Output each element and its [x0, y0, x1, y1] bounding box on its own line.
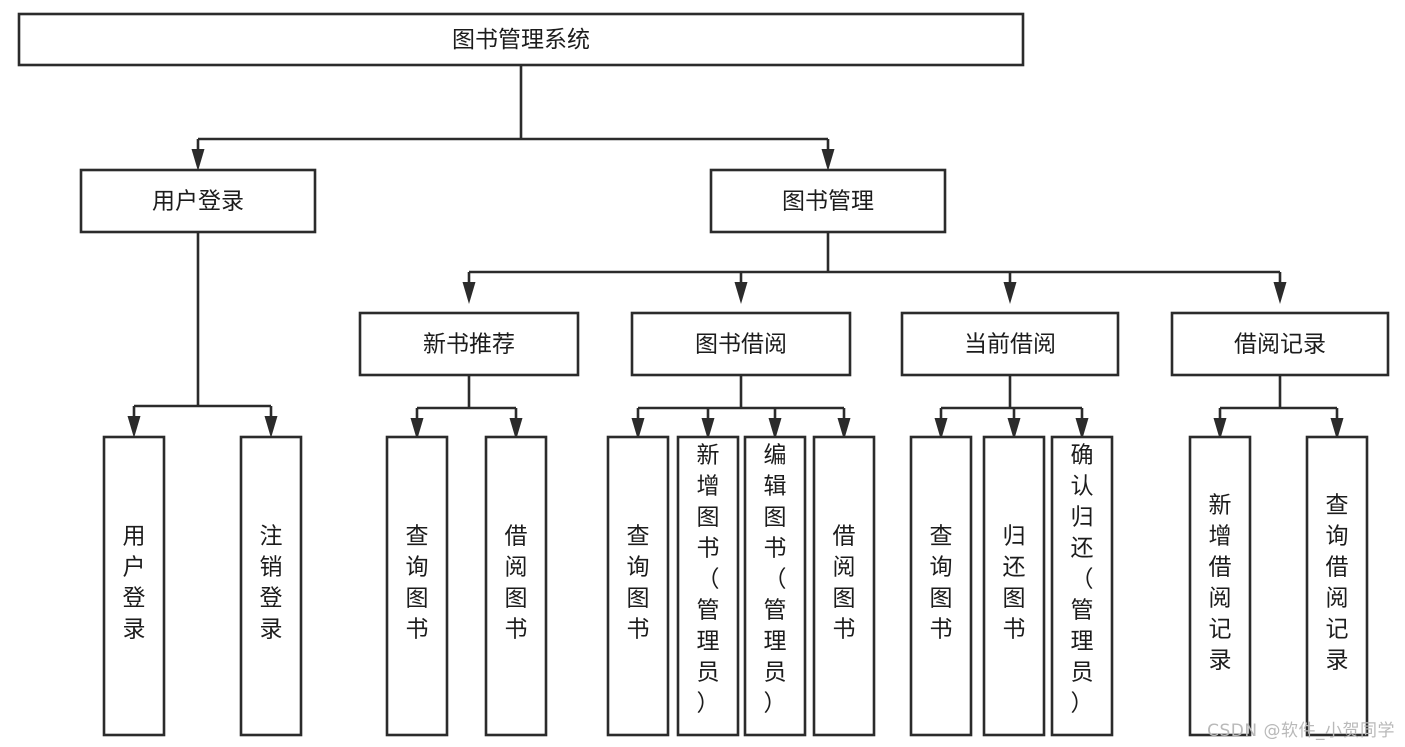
arrow-head-icon [821, 149, 835, 171]
arrow-head-icon [191, 149, 205, 171]
connector-layer [127, 65, 1344, 440]
arrow-head-icon [1330, 418, 1344, 440]
leaf-node-注销登录[interactable]: 注销登录 [239, 435, 303, 737]
arrow-head-icon [631, 418, 645, 440]
level2-node-借阅记录[interactable]: 借阅记录 [1170, 311, 1390, 377]
node-box[interactable] [239, 435, 303, 737]
leaf-node-编辑图书管理员[interactable]: 编辑图书（管理员） [743, 435, 807, 737]
node-box[interactable] [606, 435, 670, 737]
arrow-head-icon [410, 418, 424, 440]
arrow-head-icon [934, 418, 948, 440]
node-label: 查询借阅记录 [1326, 493, 1349, 674]
node-box[interactable] [909, 435, 973, 737]
node-box[interactable] [1305, 435, 1369, 737]
node-label: 当前借阅 [964, 332, 1056, 358]
watermark-label: CSDN @软件_小贺同学 [1207, 721, 1395, 741]
root-node-图书管理系统[interactable]: 图书管理系统 [17, 12, 1025, 67]
arrow-head-icon [264, 416, 278, 438]
connector-group-用户登录 [127, 232, 278, 438]
level2-node-新书推荐[interactable]: 新书推荐 [358, 311, 580, 377]
node-box[interactable] [484, 435, 548, 737]
node-box[interactable] [676, 435, 740, 737]
node-box[interactable] [1050, 435, 1114, 737]
node-box[interactable] [17, 12, 1025, 67]
node-box[interactable] [1188, 435, 1252, 737]
node-label: 图书管理系统 [452, 27, 590, 53]
node-label: 查询图书 [930, 524, 953, 643]
node-box[interactable] [982, 435, 1046, 737]
connector-group-新书推荐 [410, 375, 523, 440]
node-box[interactable] [630, 311, 852, 377]
node-box[interactable] [1170, 311, 1390, 377]
leaf-node-新增借阅记录[interactable]: 新增借阅记录 [1188, 435, 1252, 737]
level1-node-用户登录[interactable]: 用户登录 [79, 168, 317, 234]
node-box[interactable] [900, 311, 1120, 377]
node-label: 借阅图书 [833, 524, 856, 643]
node-label: 注销登录 [260, 524, 283, 643]
node-label: 借阅图书 [505, 524, 528, 643]
connector-group-图书借阅 [631, 375, 851, 440]
node-label: 归还图书 [1003, 524, 1026, 643]
node-box[interactable] [79, 168, 317, 234]
node-label: 确认归还（管理员） [1071, 443, 1094, 717]
leaf-node-查询借阅记录[interactable]: 查询借阅记录 [1305, 435, 1369, 737]
arrow-head-icon [1007, 418, 1021, 440]
level2-node-图书借阅[interactable]: 图书借阅 [630, 311, 852, 377]
leaf-node-查询图书[interactable]: 查询图书 [606, 435, 670, 737]
node-label: 查询图书 [406, 524, 429, 643]
leaf-node-借阅图书[interactable]: 借阅图书 [812, 435, 876, 737]
connector-group-图书管理 [462, 232, 1287, 304]
node-box[interactable] [812, 435, 876, 737]
level1-node-图书管理[interactable]: 图书管理 [709, 168, 947, 234]
node-label: 新书推荐 [423, 332, 515, 358]
node-box[interactable] [743, 435, 807, 737]
node-label: 新增图书（管理员） [697, 443, 720, 717]
leaf-node-用户登录[interactable]: 用户登录 [102, 435, 166, 737]
node-box[interactable] [102, 435, 166, 737]
arrow-head-icon [768, 418, 782, 440]
leaf-node-确认归还管理员[interactable]: 确认归还（管理员） [1050, 435, 1114, 737]
arrow-head-icon [734, 282, 748, 304]
arrow-head-icon [1075, 418, 1089, 440]
node-box[interactable] [358, 311, 580, 377]
leaf-node-借阅图书[interactable]: 借阅图书 [484, 435, 548, 737]
leaf-node-查询图书[interactable]: 查询图书 [385, 435, 449, 737]
connector-group-图书管理系统 [191, 65, 835, 171]
arrow-head-icon [127, 416, 141, 438]
arrow-head-icon [1003, 282, 1017, 304]
node-label: 新增借阅记录 [1209, 493, 1232, 674]
connector-group-借阅记录 [1213, 375, 1344, 440]
leaf-node-查询图书[interactable]: 查询图书 [909, 435, 973, 737]
node-box[interactable] [709, 168, 947, 234]
node-label: 借阅记录 [1234, 332, 1326, 358]
leaf-node-新增图书管理员[interactable]: 新增图书（管理员） [676, 435, 740, 737]
arrow-head-icon [701, 418, 715, 440]
leaf-node-归还图书[interactable]: 归还图书 [982, 435, 1046, 737]
level2-node-当前借阅[interactable]: 当前借阅 [900, 311, 1120, 377]
node-label: 图书借阅 [695, 332, 787, 358]
connector-group-当前借阅 [934, 375, 1089, 440]
arrow-head-icon [1273, 282, 1287, 304]
node-box[interactable] [385, 435, 449, 737]
node-label: 图书管理 [782, 189, 874, 215]
arrow-head-icon [509, 418, 523, 440]
node-label: 用户登录 [152, 189, 244, 215]
arrow-head-icon [1213, 418, 1227, 440]
node-label: 用户登录 [123, 524, 146, 643]
arrow-head-icon [837, 418, 851, 440]
node-label: 编辑图书（管理员） [764, 443, 787, 717]
node-label: 查询图书 [627, 524, 650, 643]
arrow-head-icon [462, 282, 476, 304]
